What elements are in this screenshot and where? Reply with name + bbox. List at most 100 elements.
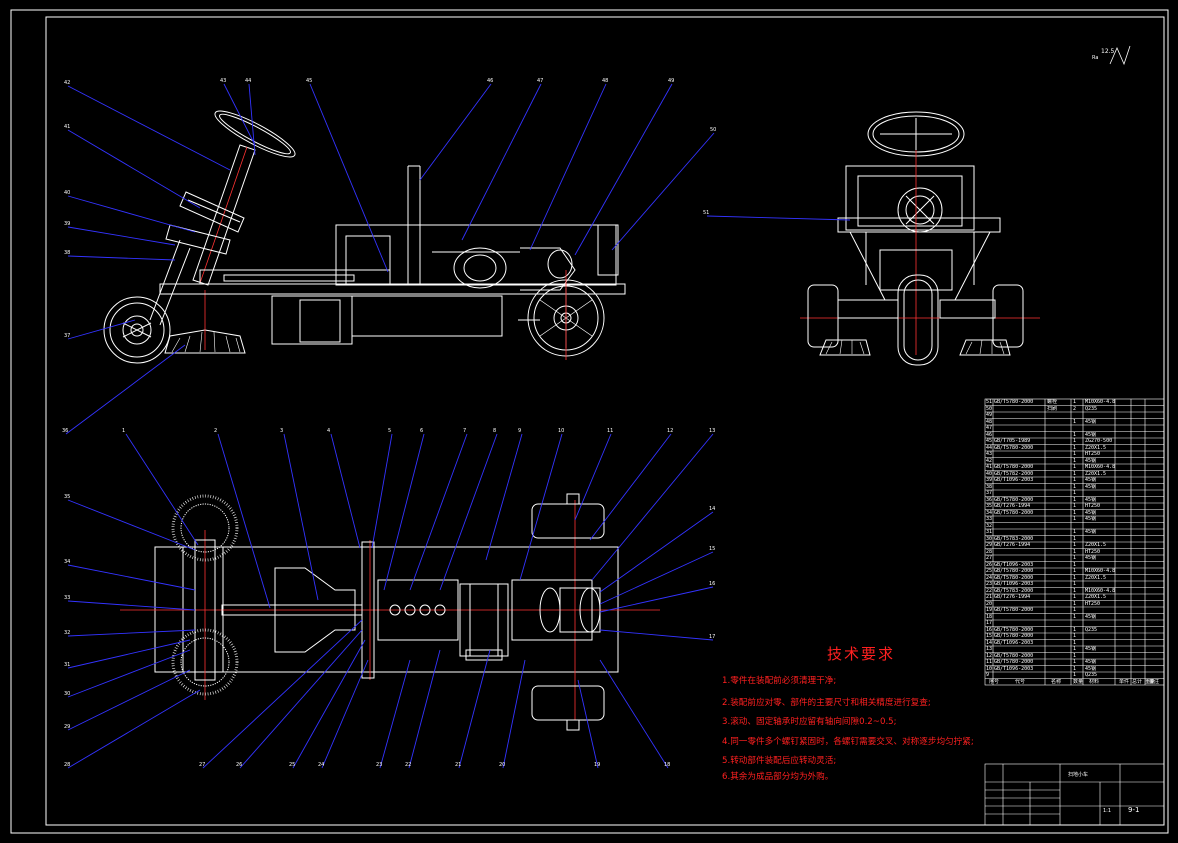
part-balloon-number: 28 bbox=[64, 762, 70, 768]
bom-cell-no: 20 bbox=[986, 600, 993, 607]
bom-cell-code: GB/T5780-2000 bbox=[994, 607, 1034, 613]
title-block-grid bbox=[984, 763, 1165, 826]
title-block-scale: 1:1 bbox=[1103, 808, 1112, 814]
bom-cell-qty: 1 bbox=[1073, 444, 1077, 451]
top-view bbox=[120, 493, 660, 731]
bom-cell-code: GB/T5782-2000 bbox=[994, 470, 1034, 477]
bom-table-grid bbox=[984, 398, 1165, 686]
tech-item: 3.滚动、固定轴承时应留有轴向间隙0.2~0.5; bbox=[722, 717, 897, 727]
bom-cell-mat: 45钢 bbox=[1085, 496, 1097, 503]
bom-cell-no: 10 bbox=[986, 665, 993, 672]
bom-cell-code: GB/T5780-2000 bbox=[994, 633, 1034, 639]
part-balloon-number: 36 bbox=[62, 428, 68, 434]
bom-cell-qty: 1 bbox=[1073, 516, 1077, 522]
part-balloon-number: 38 bbox=[64, 250, 70, 256]
bom-cell-name: 螺栓 bbox=[1047, 399, 1058, 405]
leader-line bbox=[577, 679, 599, 769]
bom-cell-qty: 1 bbox=[1073, 509, 1077, 516]
bom-cell-no: 11 bbox=[986, 659, 993, 665]
bom-cell-mat: 45钢 bbox=[1085, 418, 1097, 425]
leader-line bbox=[67, 639, 191, 669]
bom-cell-mat: 45钢 bbox=[1085, 431, 1097, 438]
leader-line bbox=[217, 433, 271, 609]
bom-cell-mat: M10X60-4.8 bbox=[1085, 464, 1116, 470]
leader-line bbox=[330, 433, 361, 549]
bom-cell-no: 41 bbox=[986, 464, 993, 470]
bom-cell-code: GB/T276-1994 bbox=[994, 503, 1031, 509]
bom-cell-no: 36 bbox=[986, 496, 993, 503]
part-balloon-number: 14 bbox=[709, 506, 715, 512]
bom-cell-no: 28 bbox=[986, 548, 993, 555]
bom-cell-no: 26 bbox=[986, 561, 993, 568]
bom-row: 17 bbox=[985, 620, 1164, 627]
part-balloon-number: 10 bbox=[558, 428, 564, 434]
bom-cell-mat: 45钢 bbox=[1085, 483, 1097, 490]
bom-cell-no: 17 bbox=[986, 620, 993, 626]
bom-cell-mat: Z20X1.5 bbox=[1085, 470, 1107, 477]
bom-cell-qty: 1 bbox=[1073, 477, 1077, 483]
part-balloon-number: 33 bbox=[64, 595, 70, 601]
part-balloon-number: 41 bbox=[64, 124, 70, 130]
bom-cell-no: 27 bbox=[986, 555, 993, 561]
bom-cell-code: GB/T5780-2000 bbox=[994, 464, 1034, 470]
leader-line bbox=[502, 659, 526, 769]
bom-cell-mat: Q235 bbox=[1085, 405, 1098, 412]
part-balloon-number: 45 bbox=[306, 78, 312, 84]
tech-item: 4.同一零件多个螺钉紧固时，各螺钉需要交叉、对称逐步均匀拧紧; bbox=[722, 737, 974, 747]
part-balloon-number: 2 bbox=[214, 428, 217, 434]
leader-line bbox=[67, 226, 176, 246]
leader-line bbox=[383, 433, 425, 591]
part-balloon-number: 46 bbox=[487, 78, 493, 84]
tech-item: 6.其余为成品部分均为外购。 bbox=[722, 772, 834, 782]
bom-cell-mat: M10X60-4.8 bbox=[1085, 587, 1116, 594]
leader-line bbox=[529, 83, 607, 251]
leader-line bbox=[67, 689, 201, 769]
bom-header-weight: 单件 总计 重量 bbox=[1119, 678, 1156, 685]
leader-line bbox=[599, 629, 714, 641]
part-balloon-number: 4 bbox=[327, 428, 330, 434]
bom-cell-no: 15 bbox=[986, 633, 993, 639]
leader-line bbox=[379, 659, 411, 769]
bom-cell-mat: HT250 bbox=[1085, 503, 1101, 509]
title-block-sheet: 9-1 bbox=[1128, 806, 1140, 814]
part-balloon-number: 47 bbox=[537, 78, 543, 84]
leader-line bbox=[574, 83, 673, 256]
leader-line bbox=[67, 85, 231, 171]
bom-cell-qty: 1 bbox=[1073, 574, 1077, 581]
leader-line bbox=[519, 433, 563, 581]
bom-header-code: 代号 bbox=[1015, 678, 1026, 685]
bom-cell-no: 38 bbox=[986, 483, 993, 490]
bom-cell-qty: 1 bbox=[1073, 613, 1077, 620]
bom-cell-mat: 45钢 bbox=[1085, 665, 1097, 672]
bom-cell-mat: 45钢 bbox=[1085, 516, 1097, 522]
leader-line bbox=[599, 551, 714, 605]
leader-line bbox=[67, 255, 176, 261]
bom-cell-no: 9 bbox=[986, 672, 990, 678]
bom-cell-mat: ZG270-500 bbox=[1085, 438, 1113, 444]
bom-cell-qty: 1 bbox=[1073, 607, 1077, 613]
bom-header-name: 名称 bbox=[1051, 678, 1062, 685]
bom-cell-no: 30 bbox=[986, 535, 993, 542]
leader-line bbox=[223, 83, 256, 146]
bom-header-mat: 材料 bbox=[1089, 678, 1100, 685]
bom-cell-mat: Z20X1.5 bbox=[1085, 594, 1107, 600]
bom-cell-qty: 1 bbox=[1073, 470, 1077, 477]
bom-cell-mat: 45钢 bbox=[1085, 457, 1097, 464]
bom-row: 47 bbox=[985, 425, 1164, 432]
bom-cell-mat: M10X60-4.8 bbox=[1085, 399, 1116, 405]
part-balloon-number: 25 bbox=[289, 762, 295, 768]
